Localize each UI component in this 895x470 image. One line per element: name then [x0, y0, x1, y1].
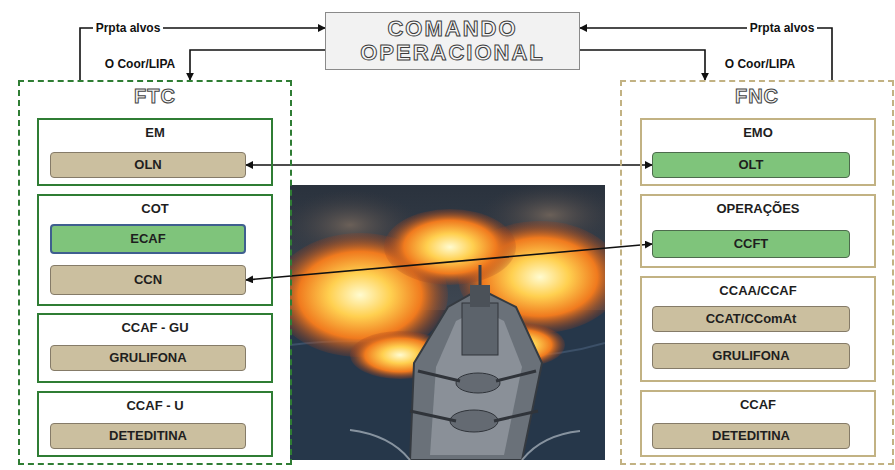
force-box: FTCEMOLNCOTECAFCCNCCAF - GUGRULIFONACCAF…	[18, 80, 292, 465]
connector-arrow	[580, 50, 705, 80]
unit-label: OLN	[134, 157, 161, 173]
box-title: CCAF - GU	[39, 320, 271, 336]
unit-box: DETEDITINA	[652, 423, 850, 449]
unit-label: CCN	[134, 272, 162, 288]
box-title: FNC	[622, 85, 892, 107]
section-box: CCAF DETEDITINA	[640, 390, 876, 457]
box-title: FTC	[20, 85, 290, 107]
force-box: FNC EMO OLT OPERAÇÕES CCFT CCAA/CCAF CCAT/CCom…	[620, 80, 894, 465]
unit-box: GRULIFONA	[50, 345, 246, 371]
unit-label: DETEDITINA	[712, 428, 790, 444]
unit-box: CCFT	[652, 230, 850, 258]
edge-label: O Coor/LIPA	[102, 57, 178, 72]
unit-label: GRULIFONA	[109, 350, 186, 366]
connector-arrow	[246, 164, 652, 166]
command-box: COMANDO OPERACIONAL	[325, 12, 580, 70]
unit-box: OLN	[50, 152, 246, 178]
box-title: OPERAÇÕES	[642, 201, 874, 217]
box-title: CCAF	[642, 397, 874, 413]
box-title: CCAA/CCAF	[642, 283, 874, 299]
section-box: OPERAÇÕES CCFT	[640, 194, 876, 268]
box-title: EMO	[642, 125, 874, 141]
battleship-photo	[290, 185, 605, 460]
unit-box: DETEDITINA	[50, 423, 246, 449]
edge-label: O Coor/LIPA	[722, 57, 798, 72]
unit-box: CCN	[50, 265, 246, 295]
unit-box: OLT	[652, 152, 850, 178]
section-box: COT ECAF CCN	[37, 194, 273, 306]
connector-arrow	[246, 244, 652, 280]
box-title: CCAF - U	[39, 398, 271, 414]
box-title: EM	[39, 125, 271, 141]
section-box: CCAF - GU GRULIFONA	[37, 313, 273, 383]
unit-box: ECAF	[50, 224, 246, 254]
box-title: COT	[39, 201, 271, 217]
unit-label: CCAT/CComAt	[706, 311, 797, 327]
unit-label: ECAF	[130, 231, 165, 247]
section-box: CCAF - U DETEDITINA	[37, 391, 273, 457]
connector-arrow	[190, 50, 325, 80]
unit-label: CCFT	[734, 236, 769, 252]
unit-box: GRULIFONA	[652, 343, 850, 369]
connector-arrow	[80, 28, 325, 80]
unit-label: GRULIFONA	[712, 348, 789, 364]
edge-label: Prpta alvos	[747, 21, 818, 36]
section-box: EMO OLT	[640, 118, 876, 186]
edge-label: Prpta alvos	[93, 21, 164, 36]
unit-box: CCAT/CComAt	[652, 306, 850, 332]
section-box: CCAA/CCAF CCAT/CComAtGRULIFONA	[640, 276, 876, 382]
box-title: COMANDO OPERACIONAL	[336, 17, 569, 65]
connector-arrow	[580, 28, 832, 80]
unit-label: DETEDITINA	[109, 428, 187, 444]
unit-label: OLT	[738, 157, 763, 173]
section-box: EM OLN	[37, 118, 273, 186]
